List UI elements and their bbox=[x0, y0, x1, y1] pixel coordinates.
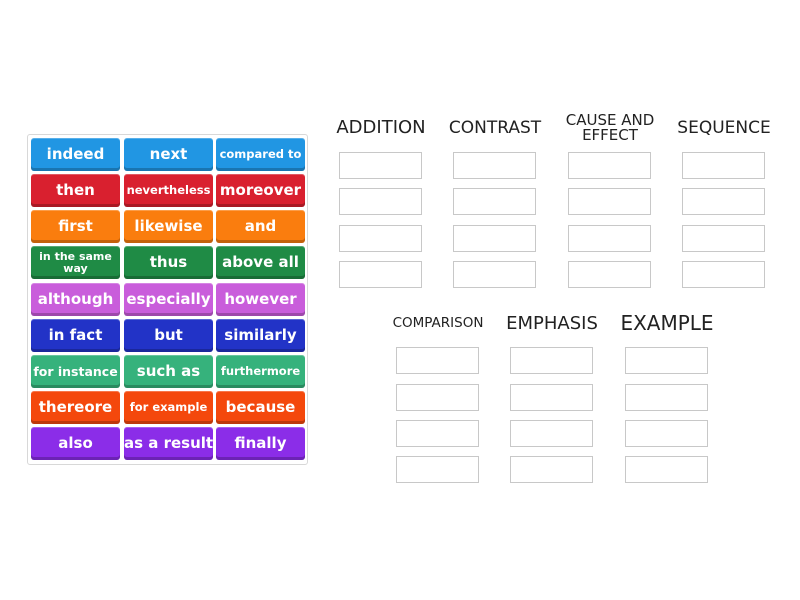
word-tile[interactable]: thereore bbox=[31, 391, 120, 424]
word-tile[interactable]: although bbox=[31, 283, 120, 316]
drop-slot-example[interactable] bbox=[625, 456, 708, 483]
drop-slot-addition[interactable] bbox=[339, 261, 422, 288]
drop-slot-addition[interactable] bbox=[339, 188, 422, 215]
word-tile[interactable]: such as bbox=[124, 355, 213, 388]
drop-slot-contrast[interactable] bbox=[453, 152, 536, 179]
word-tile[interactable]: next bbox=[124, 138, 213, 171]
category-heading-addition: ADDITION bbox=[336, 117, 426, 138]
drop-slot-emphasis[interactable] bbox=[510, 456, 593, 483]
drop-slot-sequence[interactable] bbox=[682, 188, 765, 215]
drop-slot-addition[interactable] bbox=[339, 225, 422, 252]
word-tile-pool: indeed next compared to then nevertheles… bbox=[27, 134, 308, 465]
word-tile[interactable]: thus bbox=[124, 246, 213, 279]
word-tile[interactable]: for example bbox=[124, 391, 213, 424]
word-tile[interactable]: as a result bbox=[124, 427, 213, 460]
word-tile[interactable]: especially bbox=[124, 283, 213, 316]
drop-slot-emphasis[interactable] bbox=[510, 420, 593, 447]
word-tile[interactable]: then bbox=[31, 174, 120, 207]
word-tile[interactable]: moreover bbox=[216, 174, 305, 207]
word-tile[interactable]: and bbox=[216, 210, 305, 243]
word-tile[interactable]: also bbox=[31, 427, 120, 460]
drop-slot-cause-and-effect[interactable] bbox=[568, 188, 651, 215]
drop-slot-sequence[interactable] bbox=[682, 261, 765, 288]
category-heading-sequence: SEQUENCE bbox=[677, 117, 771, 138]
word-tile[interactable]: furthermore bbox=[216, 355, 305, 388]
category-heading-contrast: CONTRAST bbox=[448, 117, 542, 138]
word-tile[interactable]: however bbox=[216, 283, 305, 316]
drop-slot-example[interactable] bbox=[625, 384, 708, 411]
word-tile[interactable]: above all bbox=[216, 246, 305, 279]
word-tile[interactable]: likewise bbox=[124, 210, 213, 243]
word-tile[interactable]: but bbox=[124, 319, 213, 352]
category-heading-cause-and-effect: CAUSE AND EFFECT bbox=[565, 111, 655, 144]
drop-slot-cause-and-effect[interactable] bbox=[568, 225, 651, 252]
drop-slot-sequence[interactable] bbox=[682, 225, 765, 252]
word-tile[interactable]: in the same way bbox=[31, 246, 120, 279]
drop-slot-emphasis[interactable] bbox=[510, 384, 593, 411]
drop-slot-sequence[interactable] bbox=[682, 152, 765, 179]
category-heading-emphasis: EMPHASIS bbox=[506, 313, 598, 334]
word-tile[interactable]: in fact bbox=[31, 319, 120, 352]
drop-slot-example[interactable] bbox=[625, 347, 708, 374]
drop-slot-comparison[interactable] bbox=[396, 347, 479, 374]
drop-slot-comparison[interactable] bbox=[396, 456, 479, 483]
drop-slot-comparison[interactable] bbox=[396, 384, 479, 411]
word-tile[interactable]: because bbox=[216, 391, 305, 424]
word-tile[interactable]: finally bbox=[216, 427, 305, 460]
word-tile[interactable]: similarly bbox=[216, 319, 305, 352]
category-heading-comparison: COMPARISON bbox=[392, 315, 484, 332]
drop-slot-comparison[interactable] bbox=[396, 420, 479, 447]
word-tile[interactable]: for instance bbox=[31, 355, 120, 388]
word-tile[interactable]: indeed bbox=[31, 138, 120, 171]
drop-slot-cause-and-effect[interactable] bbox=[568, 261, 651, 288]
drop-slot-contrast[interactable] bbox=[453, 225, 536, 252]
drop-slot-cause-and-effect[interactable] bbox=[568, 152, 651, 179]
drop-slot-emphasis[interactable] bbox=[510, 347, 593, 374]
word-tile[interactable]: nevertheless bbox=[124, 174, 213, 207]
drop-slot-example[interactable] bbox=[625, 420, 708, 447]
drop-slot-contrast[interactable] bbox=[453, 188, 536, 215]
word-tile[interactable]: first bbox=[31, 210, 120, 243]
drop-slot-addition[interactable] bbox=[339, 152, 422, 179]
category-heading-example: EXAMPLE bbox=[620, 311, 714, 335]
drop-slot-contrast[interactable] bbox=[453, 261, 536, 288]
word-tile[interactable]: compared to bbox=[216, 138, 305, 171]
